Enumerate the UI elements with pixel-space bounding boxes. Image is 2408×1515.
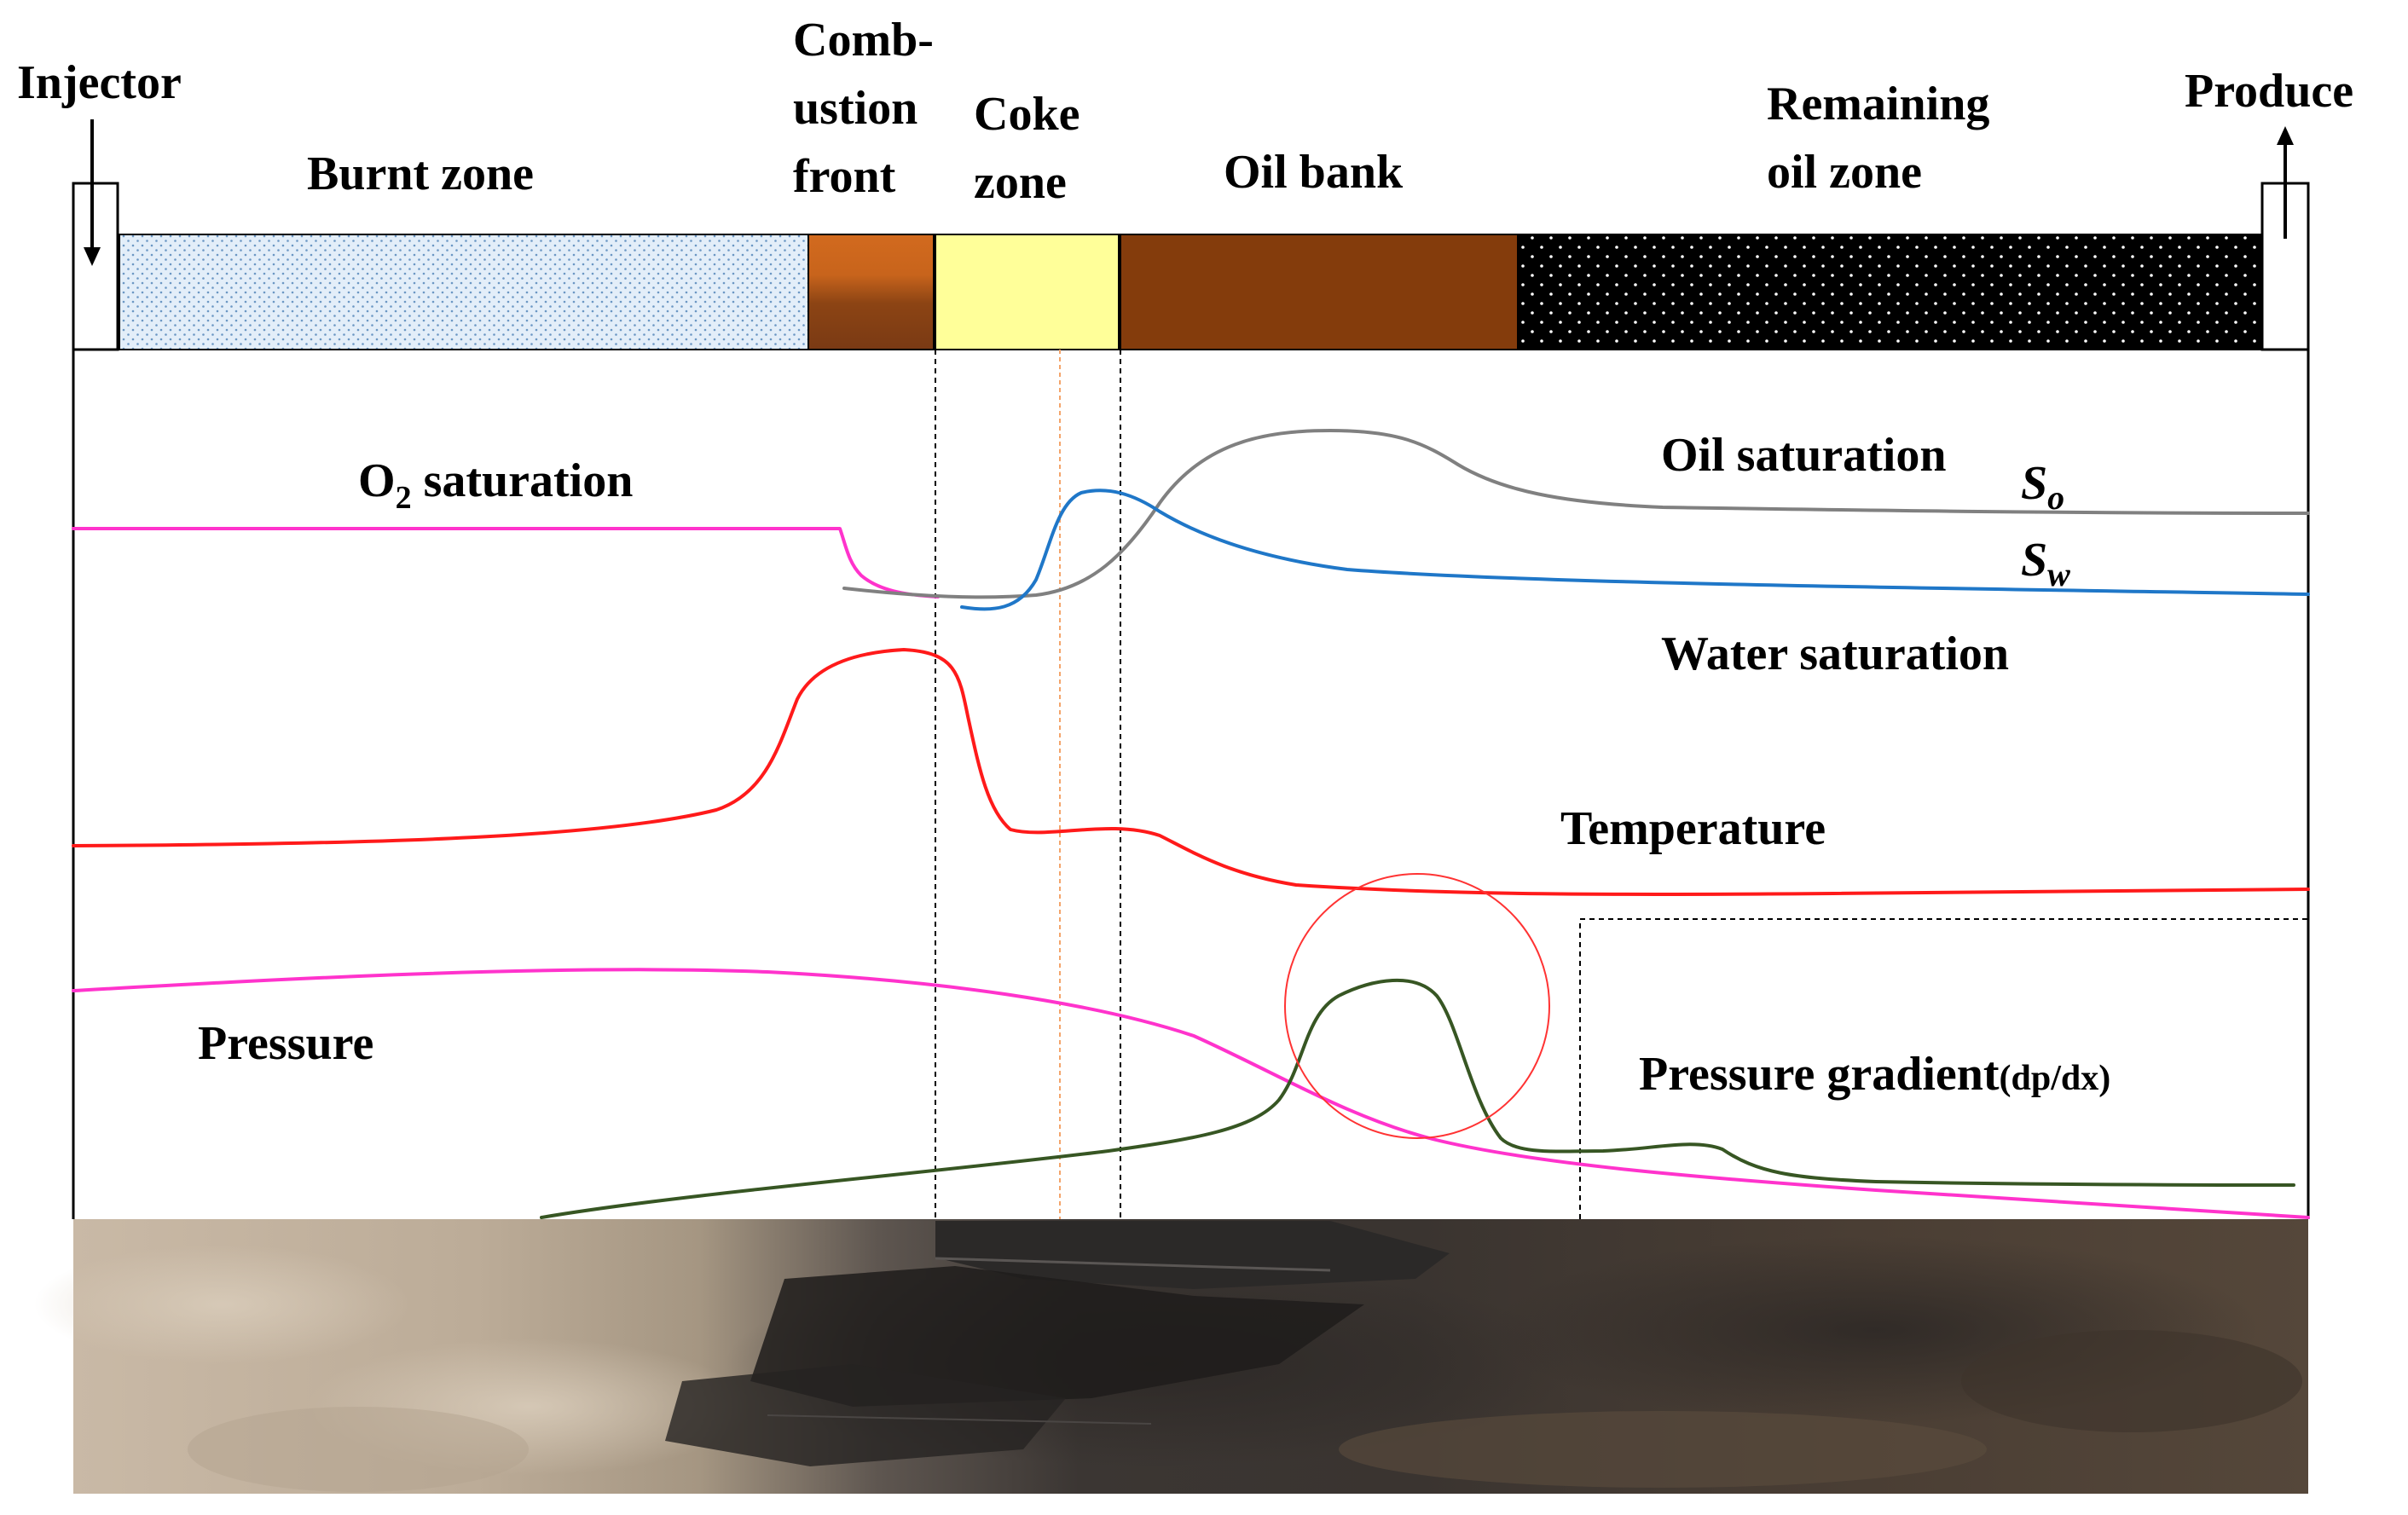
o2-saturation-curve <box>72 527 940 598</box>
inflection-highlight-circle <box>1284 873 1550 1139</box>
temperature-label: Temperature <box>1560 802 1826 855</box>
coke-slab <box>935 1221 1450 1289</box>
zone-labels: Injector Produce Burnt zone Comb- ustion… <box>17 14 2353 209</box>
o2-saturation-label: O2 saturation <box>358 454 633 516</box>
oil-saturation-curve <box>842 429 2310 599</box>
producer-label: Produce <box>2185 65 2353 118</box>
oil-bank-label: Oil bank <box>1224 146 1404 199</box>
curve-labels: O2 saturation Oil saturation So Sw Water… <box>198 429 2110 1101</box>
water-saturation-curve <box>960 489 2310 611</box>
coke-zone-band <box>935 234 1120 350</box>
oil-bank-band <box>1120 234 1519 350</box>
coke-zone-label-2: zone <box>974 156 1067 209</box>
combustion-front-label-2: ustion <box>793 82 917 135</box>
remaining-oil-label-2: oil zone <box>1767 146 1922 199</box>
profile-plot-frame <box>72 349 2310 1219</box>
pressure-gradient-callout-box <box>1579 918 2308 1219</box>
core-sample-photo <box>34 1219 2308 1494</box>
producer-arrow-head <box>2277 126 2294 145</box>
profile-curves <box>72 429 2310 1219</box>
pressure-curve <box>72 968 2310 1219</box>
so-symbol: So <box>2021 457 2064 517</box>
combustion-front-band <box>807 234 935 350</box>
pressure-gradient-label: Pressure gradient(dp/dx) <box>1639 1048 2110 1101</box>
coke-zone-label-1: Coke <box>974 88 1080 141</box>
pressure-gradient-curve <box>540 979 2295 1219</box>
combustion-front-label-1: Comb- <box>793 14 934 66</box>
burnt-zone-label: Burnt zone <box>307 147 534 200</box>
pressure-label: Pressure <box>198 1017 373 1070</box>
burnt-zone-band <box>119 234 809 350</box>
temperature-curve <box>72 648 2310 896</box>
remaining-oil-label-1: Remaining <box>1767 78 1989 130</box>
combustion-front-label-3: front <box>793 150 896 203</box>
water-saturation-label: Water saturation <box>1661 627 2009 680</box>
injector-well <box>72 182 119 351</box>
injector-arrow-head <box>84 247 101 266</box>
sw-symbol: Sw <box>2021 534 2070 593</box>
oil-saturation-label: Oil saturation <box>1661 429 1946 482</box>
reservoir-zone-bar <box>72 119 2310 351</box>
remaining-oil-band <box>1517 234 2263 350</box>
injector-label: Injector <box>17 56 182 109</box>
